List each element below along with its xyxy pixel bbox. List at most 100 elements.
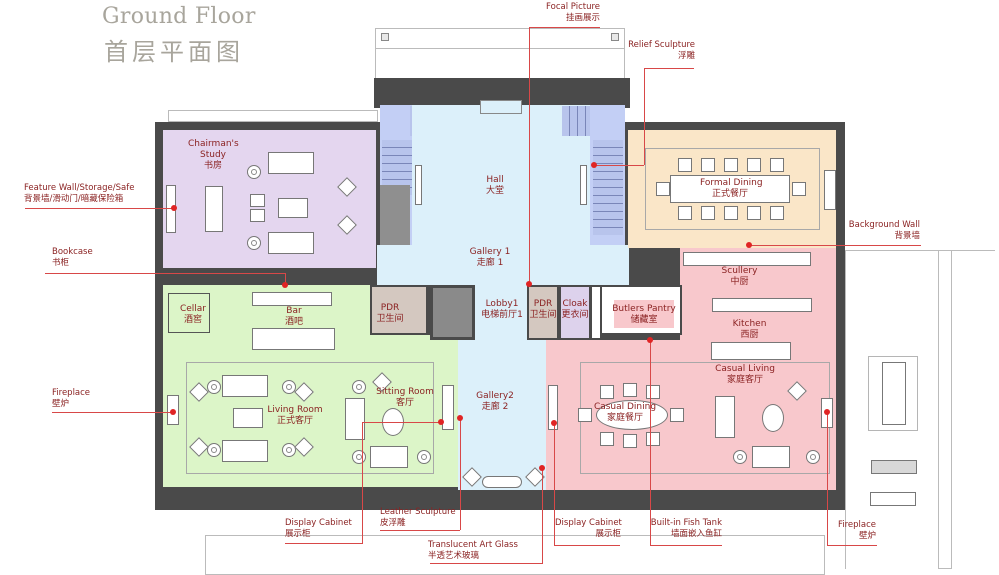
label-living-room-cn: 正式客厅 — [276, 416, 313, 426]
label-casual-living: Casual Living 家庭客厅 — [710, 364, 780, 386]
study-coffee-table — [278, 198, 308, 218]
leader-dot — [824, 409, 830, 415]
casual-dining-chair — [578, 408, 592, 422]
leader-display-cabinet-left — [285, 543, 363, 544]
leader-leather-sculpture — [380, 530, 460, 531]
label-casual-living-en: Casual Living — [715, 364, 775, 374]
label-casual-dining-cn: 家庭餐厅 — [606, 413, 643, 423]
label-gallery2-cn: 走廊 2 — [481, 402, 509, 412]
label-bar-cn: 酒吧 — [284, 317, 303, 327]
label-butlers-pantry: Butlers Pantry 储藏室 — [609, 304, 679, 326]
annotation-display-cabinet-right-en: Display Cabinet — [555, 518, 622, 528]
label-hall-en: Hall — [486, 175, 504, 185]
room-pdr2[interactable] — [527, 285, 559, 340]
label-butlers-pantry-cn: 储藏室 — [630, 315, 658, 325]
leader-dot — [171, 205, 177, 211]
terrace-dining-rug — [868, 356, 918, 431]
label-pdr1-en: PDR — [380, 303, 400, 313]
terrace-right-outline — [845, 250, 995, 569]
casual-dining-chair — [623, 383, 637, 397]
study-lamp — [247, 236, 261, 250]
dining-chair — [792, 182, 806, 196]
sitting-sofa-left — [345, 398, 365, 440]
annotation-focal-picture-en: Focal Picture — [546, 2, 600, 12]
room-lobby1[interactable] — [475, 285, 530, 342]
living-lamp — [207, 443, 221, 457]
dining-chair — [701, 206, 715, 220]
leader-relief-sculpture-h2 — [594, 165, 644, 166]
label-casual-dining-en: Casual Dining — [593, 402, 657, 412]
dining-chair — [747, 206, 761, 220]
stair-steps-right — [593, 140, 623, 235]
leader-dot — [746, 242, 752, 248]
leader-fireplace-right — [827, 545, 877, 546]
annotation-fireplace-left: Fireplace 壁炉 — [52, 388, 90, 410]
label-kitchen-en: Kitchen — [732, 319, 767, 329]
annotation-background-wall: Background Wall 背景墙 — [840, 220, 920, 242]
study-ottoman — [250, 194, 265, 207]
room-gallery2[interactable] — [458, 340, 546, 490]
label-bar: Bar 酒吧 — [279, 306, 309, 328]
label-scullery-en: Scullery — [721, 266, 758, 276]
label-butlers-pantry-en: Butlers Pantry — [612, 304, 676, 314]
label-casual-dining: Casual Dining 家庭餐厅 — [590, 402, 660, 424]
leader-translucent-glass-v — [542, 468, 543, 564]
label-cellar-cn: 酒窖 — [183, 315, 202, 325]
study-ottoman — [250, 209, 265, 222]
label-lobby1: Lobby1 电梯前厅1 — [476, 299, 528, 321]
scullery-counter — [683, 252, 811, 266]
casual-dining-chair — [600, 432, 614, 446]
leader-dot — [282, 282, 288, 288]
label-pdr2: PDR 卫生间 — [527, 299, 559, 321]
bar-island — [252, 328, 335, 350]
room-cellar[interactable] — [168, 293, 210, 333]
room-living[interactable] — [163, 345, 458, 487]
living-sofa-top — [222, 375, 268, 397]
sitting-side-table — [417, 450, 431, 464]
leader-focal-picture-v — [529, 27, 530, 284]
annotation-fireplace-left-cn: 壁炉 — [52, 399, 70, 409]
porch-pillar — [381, 33, 389, 41]
dining-chair — [724, 158, 738, 172]
butlers-pantry-fill — [614, 300, 674, 328]
label-cellar: Cellar 酒窖 — [176, 304, 210, 326]
annotation-fish-tank: Built-in Fish Tank 墙面嵌入鱼缸 — [650, 518, 722, 540]
leader-dot — [551, 420, 557, 426]
bar-counter — [252, 292, 332, 306]
leader-bookcase — [45, 273, 285, 274]
casual-dining-chair — [670, 408, 684, 422]
label-study: Chairman's Study 书房 — [188, 139, 239, 172]
casual-coffee-table — [762, 404, 784, 432]
kitchen-island — [711, 342, 791, 360]
room-pdr1[interactable] — [370, 285, 428, 335]
label-pdr2-en: PDR — [533, 299, 553, 309]
label-pdr2-cn: 卫生间 — [529, 310, 557, 320]
annotation-display-cabinet-left: Display Cabinet 展示柜 — [285, 518, 352, 540]
study-sofa-top — [268, 152, 314, 174]
porch-inner-line — [375, 48, 625, 49]
dining-chair — [701, 158, 715, 172]
annotation-translucent-glass-cn: 半透艺术玻璃 — [428, 551, 480, 561]
annotation-background-wall-en: Background Wall — [848, 220, 920, 230]
casual-sofa-bottom — [752, 446, 790, 468]
living-lamp — [282, 380, 296, 394]
hall-entry-door[interactable] — [480, 100, 522, 114]
terrace-column — [938, 250, 952, 569]
label-kitchen-cn: 西厨 — [740, 330, 759, 340]
annotation-leather-sculpture-cn: 皮浮雕 — [380, 518, 406, 528]
sitting-side-table — [352, 380, 366, 394]
room-gallery1[interactable] — [377, 245, 629, 285]
living-coffee-table — [233, 408, 263, 428]
leader-dot — [170, 409, 176, 415]
annotation-bookcase: Bookcase 书柜 — [52, 247, 93, 269]
dining-chair — [678, 158, 692, 172]
dining-chair — [770, 206, 784, 220]
plan-title-cn: 首层平面图 — [104, 38, 244, 66]
dining-chair — [656, 182, 670, 196]
label-gallery2-en: Gallery2 — [476, 391, 514, 401]
room-lift — [430, 285, 475, 340]
plan-title-en: Ground Floor — [102, 4, 256, 29]
annotation-translucent-glass-en: Translucent Art Glass — [428, 540, 518, 550]
label-study-cn: 书房 — [203, 161, 222, 171]
leader-translucent-glass — [430, 563, 542, 564]
